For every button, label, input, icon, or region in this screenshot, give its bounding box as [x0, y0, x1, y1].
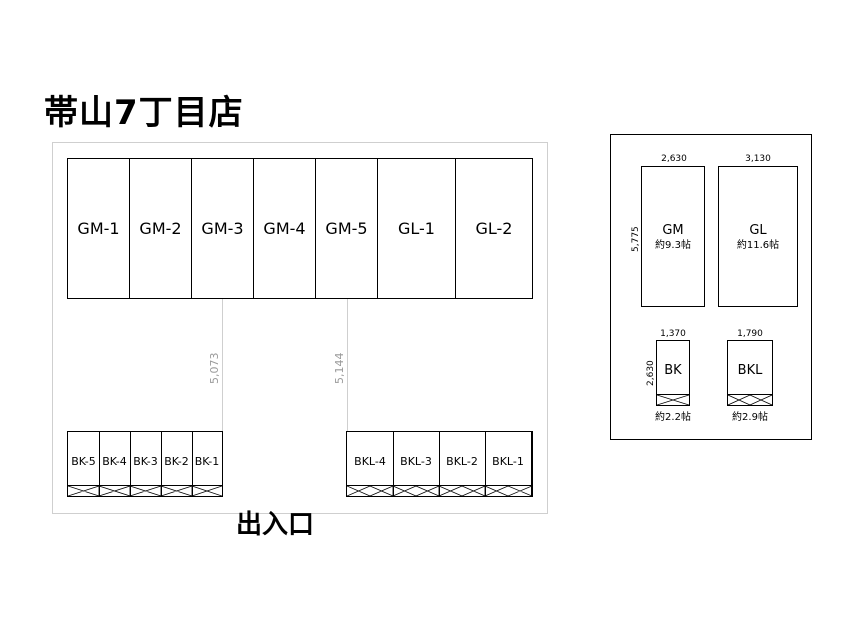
unit-bkl-4[interactable]: BKL-4: [347, 432, 394, 496]
unit-gm-3[interactable]: GM-3: [191, 158, 254, 299]
legend-gl-width: 3,130: [745, 154, 771, 164]
bkl-door-strip: [347, 485, 532, 496]
unit-bk-5[interactable]: BK-5: [68, 432, 100, 496]
unit-label: BKL-4: [354, 455, 386, 468]
unit-bkl-2[interactable]: BKL-2: [439, 432, 486, 496]
unit-gl-2[interactable]: GL-2: [455, 158, 533, 299]
legend-gm-box: GM 約9.3帖: [641, 166, 705, 307]
unit-bk-1[interactable]: BK-1: [192, 432, 223, 496]
legend-bkl-area: 約2.9帖: [732, 412, 768, 423]
top-unit-row: GM-1 GM-2 GM-3 GM-4 GM-5 GL-1 GL-2: [67, 158, 533, 299]
legend-bkl-door: [728, 394, 772, 405]
bkl-unit-row: BKL-4 BKL-3 BKL-2 BKL-1: [346, 431, 533, 497]
unit-label: GL-1: [398, 219, 435, 238]
unit-bkl-1[interactable]: BKL-1: [485, 432, 532, 496]
legend-gl-area: 約11.6帖: [736, 239, 780, 251]
unit-gl-1[interactable]: GL-1: [377, 158, 456, 299]
legend-gm-depth: 5,775: [631, 226, 641, 252]
legend-bkl-name: BKL: [737, 363, 763, 378]
legend-gm-width: 2,630: [661, 154, 687, 164]
unit-gm-4[interactable]: GM-4: [253, 158, 316, 299]
unit-bk-2[interactable]: BK-2: [161, 432, 193, 496]
unit-bk-3[interactable]: BK-3: [130, 432, 162, 496]
legend-bk-box: BK: [656, 340, 690, 406]
unit-bk-4[interactable]: BK-4: [99, 432, 131, 496]
unit-gm-5[interactable]: GM-5: [315, 158, 378, 299]
unit-label: BKL-1: [492, 455, 524, 468]
unit-label: BK-2: [164, 455, 189, 468]
legend-gm-name: GM: [662, 222, 684, 238]
lot-outline: [52, 142, 548, 514]
aisle-line-right: [347, 299, 348, 432]
dimension-left-aisle: 5,073: [208, 352, 221, 385]
unit-label: GL-2: [475, 219, 513, 238]
unit-label: BK-4: [102, 455, 127, 468]
legend-bk-name: BK: [664, 363, 682, 378]
legend-bkl-box: BKL: [727, 340, 773, 406]
legend-bk-area: 約2.2帖: [655, 412, 691, 423]
unit-label: BK-3: [133, 455, 158, 468]
aisle-line-left: [222, 299, 223, 432]
unit-label: BK-1: [194, 455, 220, 468]
legend-gm-area: 約9.3帖: [655, 239, 691, 251]
legend-bkl-width: 1,790: [737, 329, 763, 339]
entrance-label: 出入口: [236, 510, 315, 540]
legend-bk-width: 1,370: [660, 329, 686, 339]
unit-gm-2[interactable]: GM-2: [129, 158, 192, 299]
unit-type-legend: [610, 134, 812, 440]
legend-bk-depth: 2,630: [646, 360, 656, 386]
unit-label: GM-3: [201, 219, 244, 238]
bk-unit-row: BK-5 BK-4 BK-3 BK-2 BK-1: [67, 431, 223, 497]
unit-label: GM-4: [263, 219, 306, 238]
legend-gl-box: GL 約11.6帖: [718, 166, 798, 307]
unit-label: GM-5: [325, 219, 368, 238]
unit-label: GM-1: [77, 219, 120, 238]
dimension-right-aisle: 5,144: [333, 352, 346, 385]
unit-label: BK-5: [71, 455, 96, 468]
bk-door-strip: [68, 485, 222, 496]
unit-gm-1[interactable]: GM-1: [67, 158, 130, 299]
unit-bkl-3[interactable]: BKL-3: [393, 432, 440, 496]
unit-label: BKL-2: [446, 455, 478, 468]
legend-bk-door: [657, 394, 689, 405]
unit-label: GM-2: [139, 219, 182, 238]
store-title: 帯山7丁目店: [44, 93, 244, 133]
legend-gl-name: GL: [749, 222, 767, 238]
unit-label: BKL-3: [400, 455, 432, 468]
